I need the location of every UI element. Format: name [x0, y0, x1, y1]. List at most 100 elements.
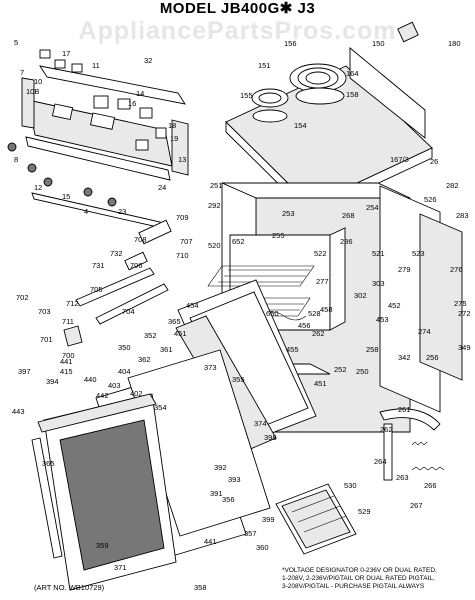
callout-label: 393 — [228, 475, 241, 484]
callout-label: 262 — [380, 425, 393, 434]
panel-end-cap-left — [21, 77, 35, 129]
callout-label: 456 — [298, 321, 311, 330]
callout-label: 261 — [398, 405, 411, 414]
callout-labels: 5 32 17 7 10 10B 11 16 14 18 19 13 15 8 … — [12, 38, 471, 592]
callout-label: 349 — [458, 343, 471, 352]
callout-label: 455 — [286, 345, 299, 354]
callout-label: 399 — [262, 515, 275, 524]
callout-label: 16 — [128, 99, 136, 108]
callout-label: 522 — [314, 249, 327, 258]
callout-label: 262 — [312, 329, 325, 338]
callout-label: 441 — [60, 357, 73, 366]
panel-end-cap-right — [171, 119, 189, 176]
callout-label: 23 — [118, 207, 126, 216]
trim-strip — [31, 192, 163, 229]
callout-label: 700 — [62, 351, 75, 360]
callout-label: 266 — [424, 481, 437, 490]
callout-label: 703 — [38, 307, 51, 316]
callout-label: 529 — [358, 507, 371, 516]
model-title: MODEL JB400G✱ J3 — [159, 0, 316, 17]
callout-label: 26 — [430, 157, 438, 166]
callout-label: 355 — [232, 375, 245, 384]
callout-label: 452 — [388, 301, 401, 310]
callout-label: 440 — [84, 375, 97, 384]
callout-label: 267 — [410, 501, 423, 510]
callout-label: 180 — [448, 39, 461, 48]
callout-label: 15 — [62, 192, 70, 201]
callout-label: 443 — [12, 407, 25, 416]
callout-label: 356 — [222, 495, 235, 504]
callout-label: 392 — [214, 463, 227, 472]
callout-label: 283 — [456, 211, 469, 220]
callout-label: 373 — [204, 363, 217, 372]
broiler-pan — [275, 483, 357, 555]
callout-label: 451 — [314, 379, 327, 388]
callout-label: 258 — [366, 345, 379, 354]
callout-label: 155 — [240, 91, 253, 100]
callout-label: 156 — [284, 39, 297, 48]
callout-label: 250 — [356, 367, 369, 376]
callout-label: 652 — [232, 237, 245, 246]
latch-assembly — [124, 219, 172, 271]
backsplash-trim — [39, 65, 186, 105]
callout-label: 403 — [108, 381, 121, 390]
callout-label: 5 — [14, 38, 18, 47]
callout-label: 292 — [208, 201, 221, 210]
callout-label: 268 — [342, 211, 355, 220]
callout-label: 732 — [110, 249, 123, 258]
callout-label: 350 — [118, 343, 131, 352]
callout-label: 397 — [18, 367, 31, 376]
callout-label: 711 — [62, 317, 74, 326]
callout-label: 402 — [130, 389, 143, 398]
callout-label: 263 — [396, 473, 409, 482]
callout-label: 32 — [144, 56, 152, 65]
callout-label: 528 — [308, 309, 321, 318]
callout-label: 272 — [458, 309, 471, 318]
door-handle — [31, 437, 63, 559]
callout-label: 17 — [62, 49, 70, 58]
callout-label: 255 — [272, 231, 285, 240]
callout-label: 704 — [122, 307, 135, 316]
springs — [411, 441, 428, 446]
callout-label: 442 — [96, 391, 109, 400]
callout-label: 279 — [398, 265, 411, 274]
callout-label: 415 — [60, 367, 73, 376]
callout-label: 521 — [372, 249, 385, 258]
callout-label: 14 — [136, 89, 144, 98]
callout-label: 18 — [168, 121, 176, 130]
callout-label: 10 — [34, 77, 42, 86]
callout-label: 302 — [354, 291, 367, 300]
callout-label: 253 — [282, 209, 295, 218]
callout-label: 526 — [424, 195, 437, 204]
callout-label: 707 — [180, 237, 193, 246]
surface-burner-small — [251, 88, 289, 123]
callout-label: 158 — [346, 90, 359, 99]
art-number: (ART NO. WB10729) — [34, 583, 105, 592]
callout-label: 10B — [26, 87, 39, 96]
side-panel-right — [419, 213, 463, 381]
door-top-trim — [37, 393, 157, 433]
callout-label: 365 — [168, 317, 181, 326]
callout-label: 286 — [340, 237, 353, 246]
callout-label: 441 — [204, 537, 217, 546]
callout-label: 7 — [20, 68, 24, 77]
callout-label: 451 — [174, 329, 187, 338]
callout-label: 19 — [170, 134, 178, 143]
door-hinge-assembly-left — [63, 267, 169, 347]
callout-label: 303 — [372, 279, 385, 288]
callout-label: 391 — [210, 489, 223, 498]
callout-label: 709 — [176, 213, 189, 222]
callout-label: 712 — [66, 299, 79, 308]
small-brackets — [39, 49, 167, 151]
callout-label: 361 — [160, 345, 173, 354]
callout-label: 151 — [258, 61, 271, 70]
callout-label: 154 — [294, 121, 307, 130]
callout-label: 731 — [92, 261, 105, 270]
callout-label: 252 — [334, 365, 347, 374]
callout-label: 342 — [398, 353, 411, 362]
callout-label: 150 — [372, 39, 385, 48]
callout-label: 274 — [418, 327, 431, 336]
callout-label: 11 — [92, 61, 100, 70]
callout-label: 708 — [134, 235, 147, 244]
